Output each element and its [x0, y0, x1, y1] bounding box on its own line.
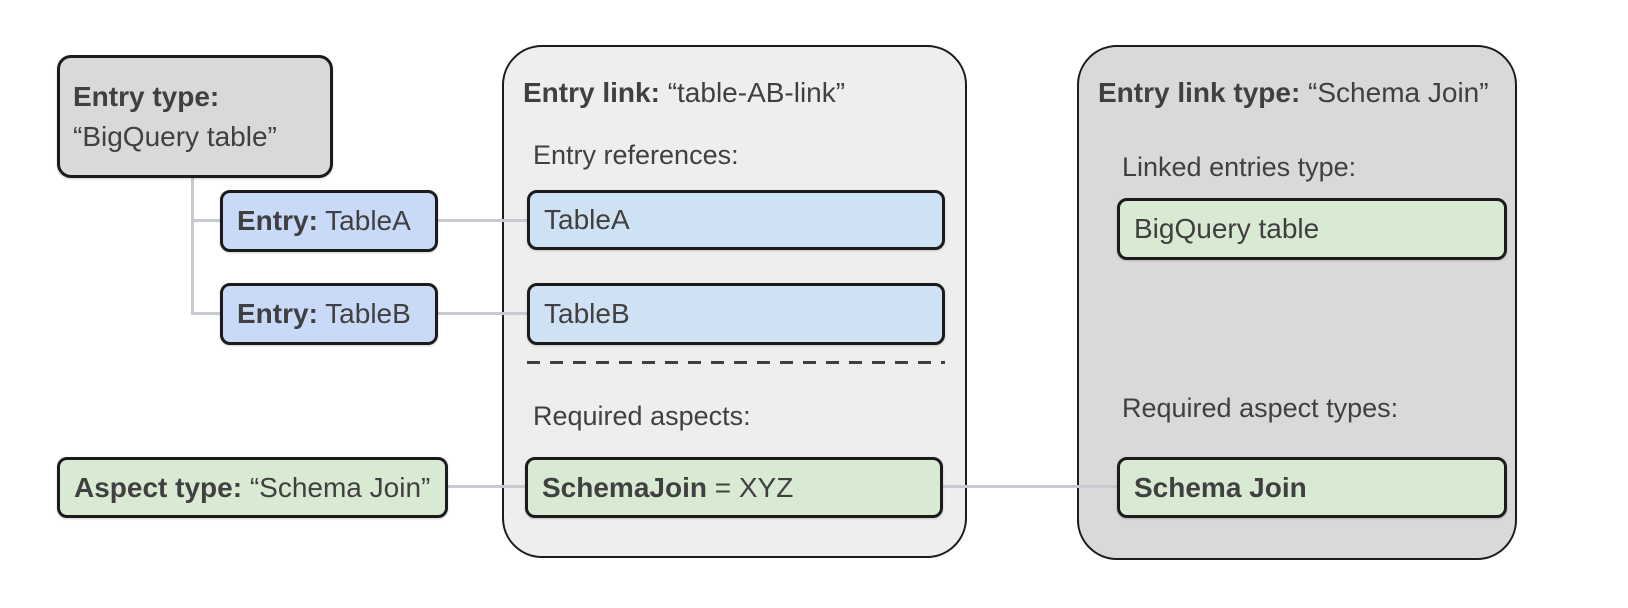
entry-reference-tablea-box: TableA	[527, 190, 945, 250]
required-aspect-schemajoin-box: SchemaJoin = XYZ	[525, 457, 943, 518]
entry-link-title-label: Entry link:	[523, 77, 660, 108]
entry-tablea-value: TableA	[317, 205, 411, 236]
required-aspect-types-label: Required aspect types:	[1122, 393, 1399, 423]
entry-link-title-value: “table-AB-link”	[659, 77, 846, 108]
entry-references-label: Entry references:	[533, 140, 739, 170]
entry-link-type-panel: Entry link type: “Schema Join” Linked en…	[1077, 45, 1517, 560]
aspect-name: SchemaJoin	[542, 471, 707, 503]
entry-type-label: Entry type:	[73, 80, 220, 112]
connector-aspect-type-to-required-aspect	[448, 485, 527, 488]
entry-tableb-text: Entry: TableB	[237, 298, 411, 330]
entry-tableb-label: Entry:	[237, 298, 318, 329]
entry-tablea-label: Entry:	[237, 205, 318, 236]
linked-entries-type-text: BigQuery table	[1134, 213, 1320, 244]
entry-reference-tableb-box: TableB	[527, 283, 945, 345]
required-aspect-schemajoin-text: SchemaJoin = XYZ	[542, 472, 793, 504]
entry-tableb-box: Entry: TableB	[220, 283, 438, 345]
entry-tableb-value: TableB	[317, 298, 411, 329]
entry-link-type-title-value: “Schema Join”	[1300, 77, 1489, 108]
linked-entries-type-label: Linked entries type:	[1122, 152, 1357, 182]
entry-link-type-panel-title: Entry link type: “Schema Join”	[1098, 77, 1489, 109]
entry-type-box: Entry type: “BigQuery table”	[57, 55, 333, 178]
entry-tablea-box: Entry: TableA	[220, 190, 438, 252]
aspect-type-label: Aspect type:	[74, 471, 243, 503]
entry-link-panel: Entry link: “table-AB-link” Entry refere…	[502, 45, 967, 558]
connector-entry-type-to-tableb	[191, 312, 220, 315]
connector-tableb-to-reference	[438, 312, 529, 315]
connector-required-aspect-to-aspect-types	[941, 485, 1119, 488]
required-aspects-label: Required aspects:	[533, 401, 751, 431]
aspect-type-value: “Schema Join”	[242, 471, 431, 503]
linked-entries-type-box: BigQuery table	[1117, 198, 1507, 260]
entry-tablea-text: Entry: TableA	[237, 205, 411, 237]
connector-entry-type-trunk	[191, 178, 194, 315]
entry-type-value: “BigQuery table”	[73, 120, 277, 152]
connector-entry-type-to-tablea	[191, 219, 220, 222]
connector-tablea-to-reference	[438, 219, 529, 222]
aspect-type-box: Aspect type: “Schema Join”	[57, 457, 448, 518]
aspect-type-text: Aspect type: “Schema Join”	[74, 472, 430, 504]
entry-reference-tableb-text: TableB	[544, 298, 630, 329]
required-aspect-types-box: Schema Join	[1117, 457, 1507, 518]
entry-reference-tablea-text: TableA	[544, 204, 630, 235]
required-aspect-types-text: Schema Join	[1134, 471, 1307, 503]
entry-link-panel-title: Entry link: “table-AB-link”	[523, 77, 845, 109]
dashed-divider	[527, 361, 945, 364]
entry-link-type-title-label: Entry link type:	[1098, 77, 1301, 108]
aspect-value: = XYZ	[706, 471, 794, 503]
